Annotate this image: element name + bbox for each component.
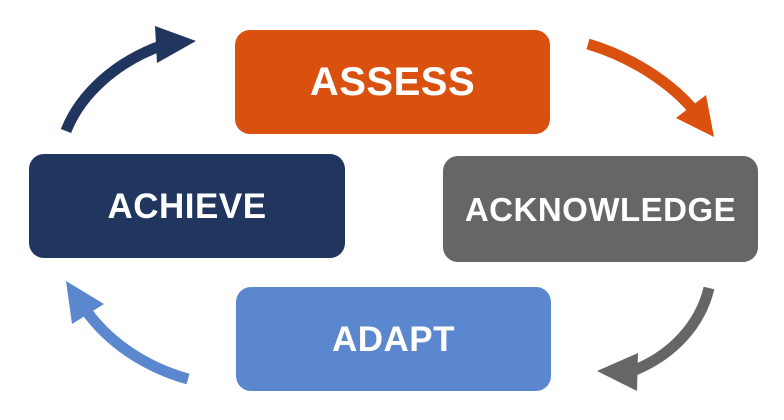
cycle-step-acknowledge[interactable]: ACKNOWLEDGE: [443, 156, 758, 262]
cycle-step-adapt-label: ADAPT: [331, 319, 456, 359]
cycle-step-achieve[interactable]: ACHIEVE: [29, 154, 345, 258]
arrow-assess-to-acknowledge: [586, 38, 714, 137]
cycle-step-assess[interactable]: ASSESS: [235, 30, 550, 134]
arrow-adapt-to-achieve: [66, 281, 190, 385]
arrow-achieve-to-assess: [60, 26, 196, 134]
cycle-step-assess-label: ASSESS: [309, 60, 476, 104]
arrow-acknowledge-to-adapt: [597, 286, 715, 391]
cycle-step-acknowledge-label: ACKNOWLEDGE: [464, 190, 737, 228]
cycle-step-adapt[interactable]: ADAPT: [236, 287, 551, 391]
cycle-step-achieve-label: ACHIEVE: [107, 186, 267, 226]
